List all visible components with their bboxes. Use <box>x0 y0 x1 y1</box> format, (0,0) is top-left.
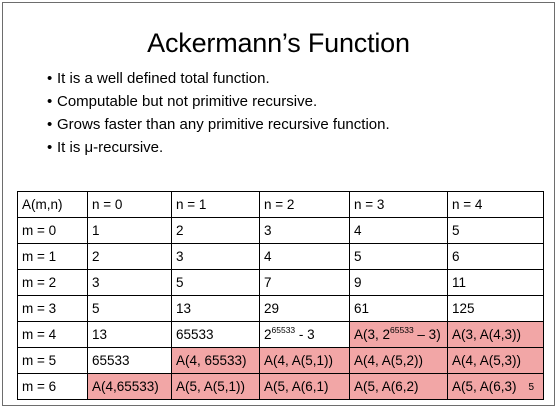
bullet-text: It is μ-recursive. <box>57 139 164 156</box>
table-cell: 5 <box>87 295 172 322</box>
slide-title: Ackermann’s Function <box>147 28 410 58</box>
formula-pre: A(3, 2 <box>354 327 391 342</box>
table-cell: 7 <box>259 269 350 296</box>
table-cell: 5 <box>349 243 448 270</box>
bullet-text: Grows faster than any primitive recursiv… <box>57 116 390 133</box>
table-cell: 2 <box>87 243 172 270</box>
table-cell: 13 <box>171 295 260 322</box>
page-number: 5 <box>528 382 534 393</box>
table-cell: A(4, A(5,1)) <box>259 347 350 374</box>
bullet-glyph: • <box>47 139 53 156</box>
table-cell: A(5, A(6,2) <box>349 373 448 400</box>
table-cell-formula: 265533 - 3 <box>259 321 350 348</box>
row-label: m = 5 <box>17 347 88 374</box>
table-cell: 3 <box>171 243 260 270</box>
table-cell: A(5, A(6,3) <box>447 373 544 400</box>
row-label: m = 1 <box>17 243 88 270</box>
table-cell: 65533 <box>87 347 172 374</box>
formula-base: 2 <box>264 327 272 342</box>
table-cell: 9 <box>349 269 448 296</box>
table-cell: 4 <box>259 243 350 270</box>
table-row: m = 2 3 5 7 9 11 <box>17 269 544 296</box>
table-row: m = 4 13 65533 265533 - 3 A(3, 265533 – … <box>17 321 544 348</box>
table-cell: A(4, A(5,2)) <box>349 347 448 374</box>
table-cell: 5 <box>171 269 260 296</box>
bullet-item: •It is μ-recursive. <box>47 136 390 159</box>
table-row: m = 6 A(4,65533) A(5, A(5,1)) A(5, A(6,1… <box>17 373 544 400</box>
formula-exponent: 65533 <box>390 325 414 335</box>
formula-tail: - 3 <box>295 327 315 342</box>
table-cell-formula: A(3, 265533 – 3) <box>349 321 448 348</box>
table-header-row: A(m,n) n = 0 n = 1 n = 2 n = 3 n = 4 <box>17 191 544 218</box>
header-cell: n = 0 <box>87 191 172 218</box>
formula-post: – 3) <box>413 327 441 342</box>
table-cell: A(4, 65533) <box>171 347 260 374</box>
table-cell: 2 <box>171 217 260 244</box>
table-row: m = 5 65533 A(4, 65533) A(4, A(5,1)) A(4… <box>17 347 544 374</box>
row-label: m = 6 <box>17 373 88 400</box>
table-cell: 61 <box>349 295 448 322</box>
table-cell: 1 <box>87 217 172 244</box>
ackermann-table: A(m,n) n = 0 n = 1 n = 2 n = 3 n = 4 m =… <box>17 191 544 400</box>
table-cell: 125 <box>447 295 544 322</box>
bullet-item: •It is a well defined total function. <box>47 67 390 90</box>
bullet-item: •Computable but not primitive recursive. <box>47 90 390 113</box>
table-row: m = 3 5 13 29 61 125 <box>17 295 544 322</box>
bullet-list: •It is a well defined total function. •C… <box>47 67 390 159</box>
table-cell: A(4, A(5,3)) <box>447 347 544 374</box>
bullet-glyph: • <box>47 116 53 133</box>
row-label: m = 0 <box>17 217 88 244</box>
table-cell: A(3, A(4,3)) <box>447 321 544 348</box>
formula-exponent: 65533 <box>271 325 296 335</box>
bullet-glyph: • <box>47 93 53 110</box>
table-cell: 3 <box>259 217 350 244</box>
table-row: m = 1 2 3 4 5 6 <box>17 243 544 270</box>
row-label: m = 4 <box>17 321 88 348</box>
header-cell: A(m,n) <box>17 191 88 218</box>
table-cell: 29 <box>259 295 350 322</box>
header-cell: n = 1 <box>171 191 260 218</box>
table-cell: A(4,65533) <box>87 373 172 400</box>
bullet-text: Computable but not primitive recursive. <box>57 93 318 110</box>
table-cell: 5 <box>447 217 544 244</box>
bullet-text: It is a well defined total function. <box>57 70 270 87</box>
bullet-item: •Grows faster than any primitive recursi… <box>47 113 390 136</box>
row-label: m = 3 <box>17 295 88 322</box>
table-cell: 11 <box>447 269 544 296</box>
table-row: m = 0 1 2 3 4 5 <box>17 217 544 244</box>
table-cell: 3 <box>87 269 172 296</box>
table-cell: 13 <box>87 321 172 348</box>
header-cell: n = 2 <box>259 191 350 218</box>
bullet-glyph: • <box>47 70 53 87</box>
table-cell: 6 <box>447 243 544 270</box>
table-cell: A(5, A(6,1) <box>259 373 350 400</box>
header-cell: n = 4 <box>447 191 544 218</box>
table-cell: 65533 <box>171 321 260 348</box>
table-cell: 4 <box>349 217 448 244</box>
row-label: m = 2 <box>17 269 88 296</box>
table-cell: A(5, A(5,1)) <box>171 373 260 400</box>
header-cell: n = 3 <box>349 191 448 218</box>
slide: Ackermann’s Function •It is a well defin… <box>2 2 555 406</box>
